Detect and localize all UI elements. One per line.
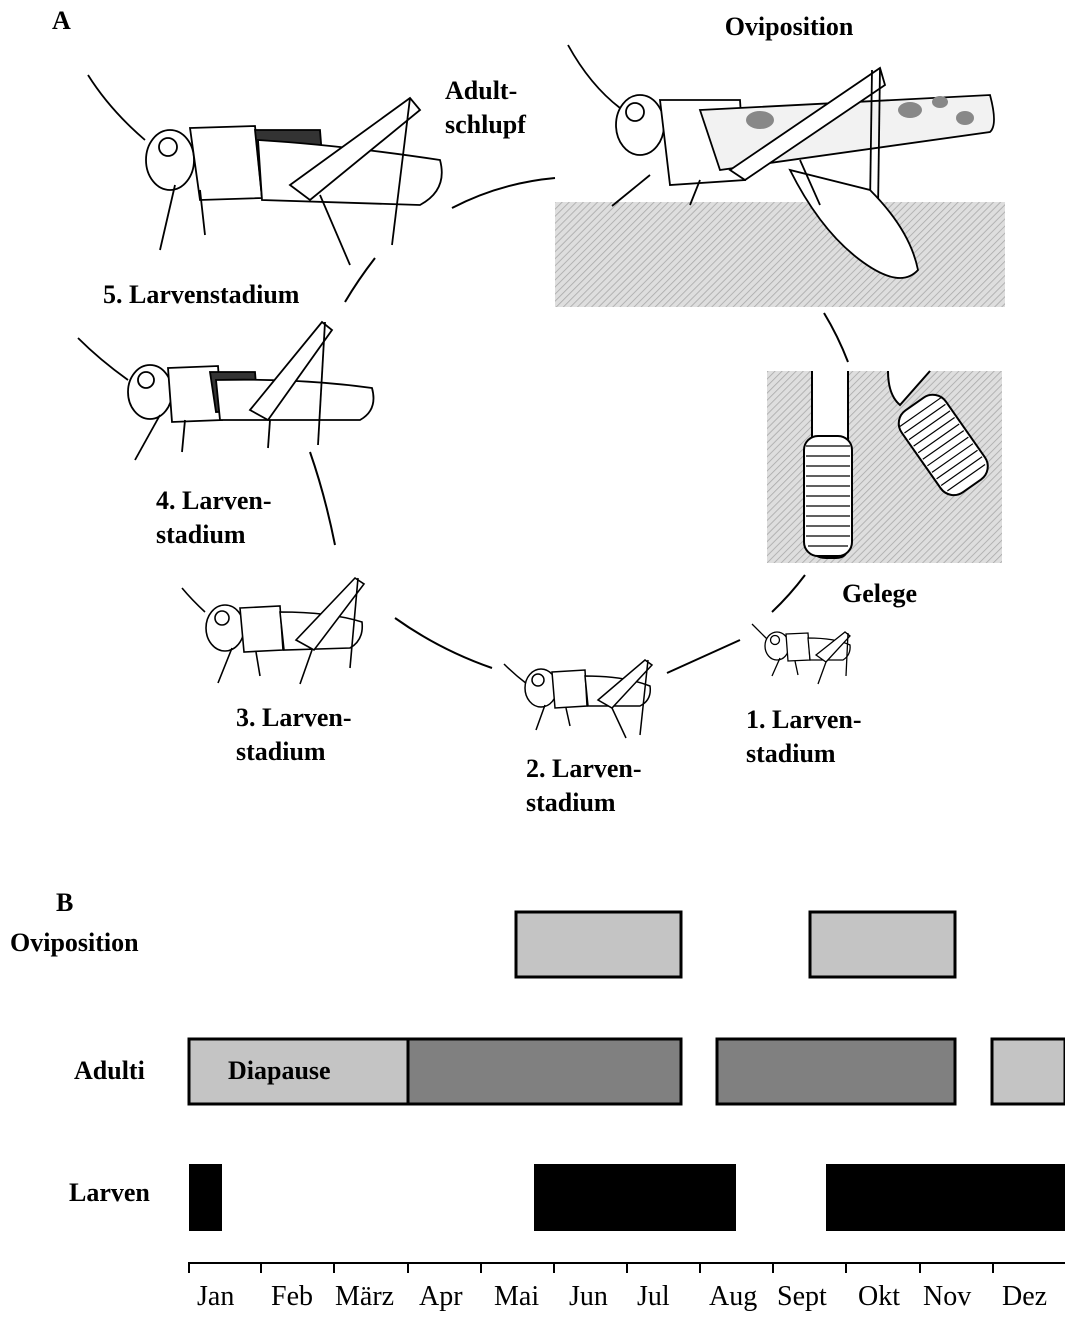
bar-adulti-diapause-late bbox=[992, 1039, 1065, 1104]
month-label: März bbox=[335, 1280, 394, 1314]
bar-adulti-active-1 bbox=[408, 1039, 681, 1104]
month-label: Dez bbox=[1002, 1280, 1047, 1314]
month-label: Jan bbox=[197, 1280, 234, 1314]
bar-oviposition-2 bbox=[810, 912, 955, 977]
month-label: Mai bbox=[494, 1280, 539, 1314]
bar-larven-2 bbox=[534, 1164, 736, 1231]
bar-oviposition-1 bbox=[516, 912, 681, 977]
month-label: Apr bbox=[419, 1280, 463, 1314]
bar-larven-1 bbox=[189, 1164, 222, 1231]
month-label: Sept bbox=[777, 1280, 827, 1314]
month-label: Feb bbox=[271, 1280, 313, 1314]
month-label: Jul bbox=[637, 1280, 670, 1314]
month-label: Aug bbox=[709, 1280, 757, 1314]
month-label: Nov bbox=[923, 1280, 971, 1314]
diapause-label: Diapause bbox=[228, 1054, 331, 1088]
time-axis bbox=[188, 1263, 1065, 1273]
month-label: Okt bbox=[858, 1280, 900, 1314]
month-label: Jun bbox=[569, 1280, 608, 1314]
bar-larven-3 bbox=[826, 1164, 1065, 1231]
bar-adulti-active-2 bbox=[717, 1039, 955, 1104]
